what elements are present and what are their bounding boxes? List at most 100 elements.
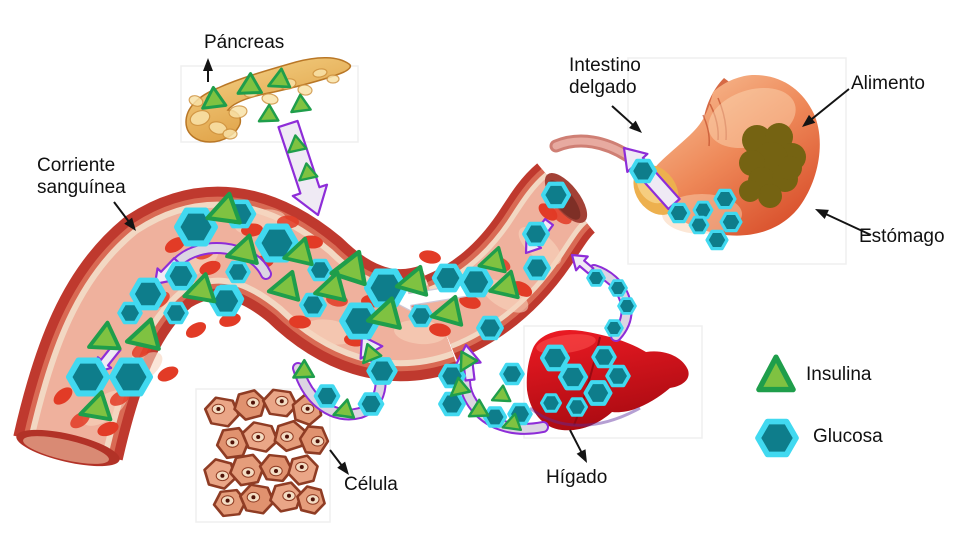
red-blood-cell	[199, 260, 221, 276]
legend-symbols	[755, 354, 799, 458]
glucose-icon	[688, 215, 710, 235]
liver-trail-arrowhead	[570, 253, 595, 275]
pancreas-lobule	[312, 68, 328, 78]
insulin-icon	[266, 269, 301, 302]
glucose-icon	[65, 357, 111, 397]
glucose-icon	[719, 211, 743, 233]
label-pancreas: Páncreas	[204, 32, 285, 53]
glucose-icon	[366, 357, 398, 385]
glucose-icon	[705, 229, 729, 251]
insulin-icon	[287, 134, 308, 154]
tissue-cell-nucleolus	[246, 470, 251, 475]
insulin-icon	[182, 272, 217, 304]
insulin-icon	[501, 412, 523, 432]
insulin-icon	[298, 162, 319, 182]
intestine-pointer	[611, 105, 642, 133]
insulin-icon	[124, 317, 161, 351]
red-blood-cell	[289, 315, 311, 329]
glucose-icon	[173, 207, 219, 247]
red-blood-cell	[429, 323, 451, 337]
food-blob	[778, 156, 802, 180]
insulin-icon	[236, 72, 263, 95]
tissue-cell-nucleolus	[274, 469, 278, 473]
insulin-molecules	[78, 67, 523, 432]
glucose-icon	[499, 362, 525, 386]
label-small-intestine: Intestino delgado	[569, 55, 641, 98]
insulin-icon	[459, 350, 479, 373]
glucose-icon	[307, 258, 333, 282]
insulin-icon	[205, 191, 242, 225]
glucose-icon	[208, 285, 244, 317]
insulin-icon	[257, 103, 280, 123]
glucose-icon	[583, 380, 613, 406]
insulin-icon	[490, 384, 512, 403]
tissue-cell-nucleolus	[285, 434, 289, 439]
tissue-cell-nucleolus	[225, 498, 230, 503]
label-stomach: Estómago	[859, 226, 945, 247]
red-blood-cell	[459, 295, 481, 309]
insulin-icon	[477, 246, 507, 274]
glucose-icon	[539, 344, 571, 372]
glucose-icon	[565, 397, 589, 417]
insulin-icon	[282, 236, 314, 267]
glucose-icon	[476, 315, 504, 341]
insulin-icon	[313, 270, 347, 302]
insulin-icon	[78, 390, 113, 422]
legend-label-glucose: Glucosa	[813, 426, 883, 447]
glucose-icon	[557, 363, 589, 391]
tissue-cell-nucleolus	[279, 399, 284, 404]
red-blood-cell	[419, 250, 441, 264]
glucose-icon	[617, 297, 637, 315]
glucose-icon	[692, 200, 714, 220]
glucose-icon	[608, 279, 628, 297]
glucose-icon	[164, 261, 198, 291]
vessel-cut-end	[16, 429, 120, 467]
glucose-icon	[254, 223, 300, 263]
tissue-cell-nucleolus	[251, 495, 256, 500]
insulin-icon	[394, 264, 429, 297]
food-blob	[739, 180, 761, 202]
pancreas-frame	[180, 65, 359, 143]
glucose-icon	[540, 181, 572, 209]
glucose-icon	[299, 292, 327, 318]
tissue-cell-nucleolus	[256, 435, 261, 439]
bloodstream-pointer	[113, 201, 136, 231]
insulin-icon	[87, 320, 122, 351]
label-cell: Célula	[344, 474, 398, 495]
pancreas-pointer	[203, 58, 213, 82]
cell-pointer	[329, 449, 349, 475]
insulin-icon	[225, 233, 259, 265]
pancreas-lobule	[222, 128, 238, 140]
glucose-icon	[539, 393, 563, 413]
label-liver: Hígado	[546, 467, 608, 488]
glucose-icon	[523, 255, 551, 281]
liver-shadow	[529, 406, 641, 427]
pancreas-lobule	[189, 109, 211, 127]
stomach-rugae	[702, 97, 727, 147]
insulin-icon	[429, 294, 464, 327]
legend-label-insulin: Insulina	[806, 364, 872, 385]
red-blood-cell	[219, 313, 241, 327]
insulin-icon	[365, 296, 402, 330]
glucose-icon	[629, 158, 657, 184]
label-bloodstream: Corriente sanguínea	[37, 155, 126, 198]
glucose-icon	[713, 188, 737, 210]
insulin-icon	[292, 358, 316, 379]
glucose-icon	[438, 391, 466, 417]
insulin-icon	[267, 67, 292, 89]
insulin-icon	[449, 376, 472, 397]
pancreas-lobule	[228, 105, 248, 119]
glucose-molecules	[65, 158, 743, 428]
tissue-cell-nucleolus	[310, 497, 315, 502]
cells-loop-band	[294, 364, 385, 419]
tissue-cell-nucleolus	[315, 439, 320, 444]
glucose-icon	[357, 392, 385, 416]
pancreas-to-vessel-arrow	[277, 119, 329, 217]
red-blood-cell	[157, 366, 179, 382]
liver-pointer	[569, 429, 587, 463]
red-blood-cell	[53, 387, 73, 405]
glucose-icon	[586, 269, 606, 287]
food-pointer	[802, 88, 850, 127]
image-frames	[180, 57, 847, 523]
